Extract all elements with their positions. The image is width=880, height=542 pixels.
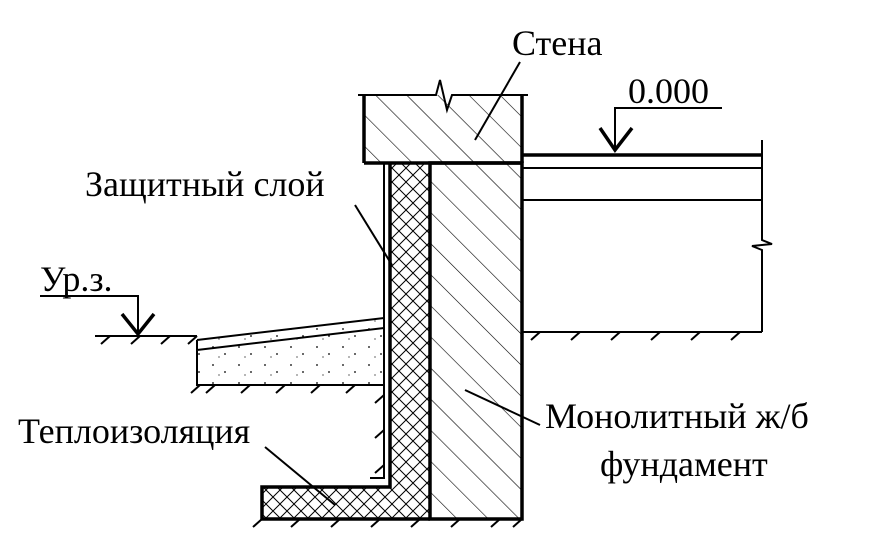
ground-level-label: Ур.з. xyxy=(40,259,113,299)
ground-level-marker xyxy=(40,295,156,337)
blind-area xyxy=(196,317,385,386)
ground-surface xyxy=(95,331,741,528)
leader-lines xyxy=(264,61,541,506)
protective-layer xyxy=(364,161,522,479)
wall-label: Стена xyxy=(512,23,603,63)
floor-slab xyxy=(522,140,773,333)
wall xyxy=(358,79,528,163)
protective-layer-label: Защитный слой xyxy=(85,164,325,204)
level-marker-zero xyxy=(598,107,722,153)
thermal-insulation xyxy=(260,163,430,521)
level-label: 0.000 xyxy=(628,71,709,111)
foundation-label-line2: фундамент xyxy=(600,444,768,484)
foundation-label-line1: Монолитный ж/б xyxy=(545,396,809,436)
monolithic-foundation xyxy=(428,161,524,521)
insulation-label: Теплоизоляция xyxy=(18,411,250,451)
